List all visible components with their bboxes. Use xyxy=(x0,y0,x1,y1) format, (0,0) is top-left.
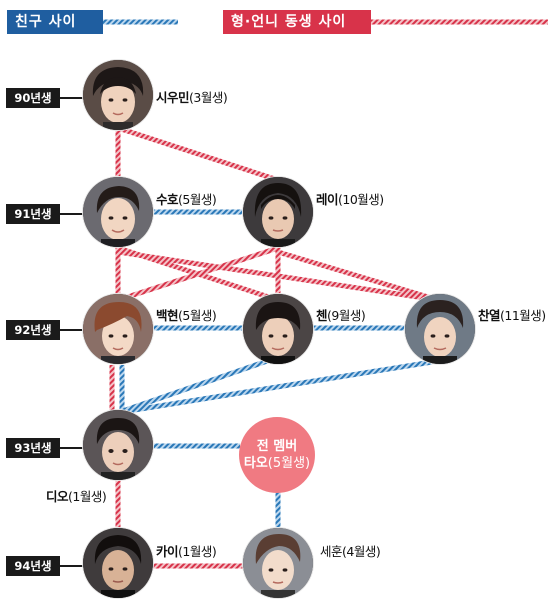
line-chen-do xyxy=(119,357,271,415)
avatar-kai xyxy=(83,528,153,598)
avatar-chen xyxy=(243,294,313,364)
former-member-tao: 전 멤버 타오(5월생) xyxy=(239,417,315,493)
line-lay-chanyeol xyxy=(277,249,439,303)
year-badge-94: 94년생 xyxy=(6,556,86,576)
member-name-kai: 카이(1월생) xyxy=(156,544,217,559)
legend-senior-label: 형·언니 동생 사이 xyxy=(223,10,371,34)
avatar-sehun xyxy=(243,528,313,598)
year-badge-92: 92년생 xyxy=(6,320,86,340)
member-name-chen: 첸(9월생) xyxy=(316,308,366,323)
avatar-lay xyxy=(243,177,313,247)
former-member-label: 전 멤버 xyxy=(256,439,298,454)
year-badge-90: 90년생 xyxy=(6,88,86,108)
avatar-chanyeol xyxy=(405,294,475,364)
member-name-xiumin: 시우민(3월생) xyxy=(156,90,228,105)
year-badge-93: 93년생 xyxy=(6,438,86,458)
member-name-baekhyun: 백현(5월생) xyxy=(156,308,217,323)
member-name-chanyeol: 찬열(11월생) xyxy=(478,308,546,323)
legend-friend-label: 친구 사이 xyxy=(7,10,103,34)
member-name-do: 디오(1월생) xyxy=(46,489,107,504)
member-name-sehun: 세훈(4월생) xyxy=(320,544,381,559)
avatar-baekhyun xyxy=(83,294,153,364)
avatar-do xyxy=(83,410,153,480)
line-chanyeol-do xyxy=(121,359,433,415)
year-badge-91: 91년생 xyxy=(6,204,86,224)
avatar-xiumin xyxy=(83,60,153,130)
member-name-lay: 레이(10월생) xyxy=(316,192,384,207)
line-xiumin-lay xyxy=(117,125,279,183)
avatar-suho xyxy=(83,177,153,247)
member-name-suho: 수호(5월생) xyxy=(156,192,217,207)
line-lay-baekhyun xyxy=(117,245,279,303)
former-member-name: 타오(5월생) xyxy=(243,456,311,471)
